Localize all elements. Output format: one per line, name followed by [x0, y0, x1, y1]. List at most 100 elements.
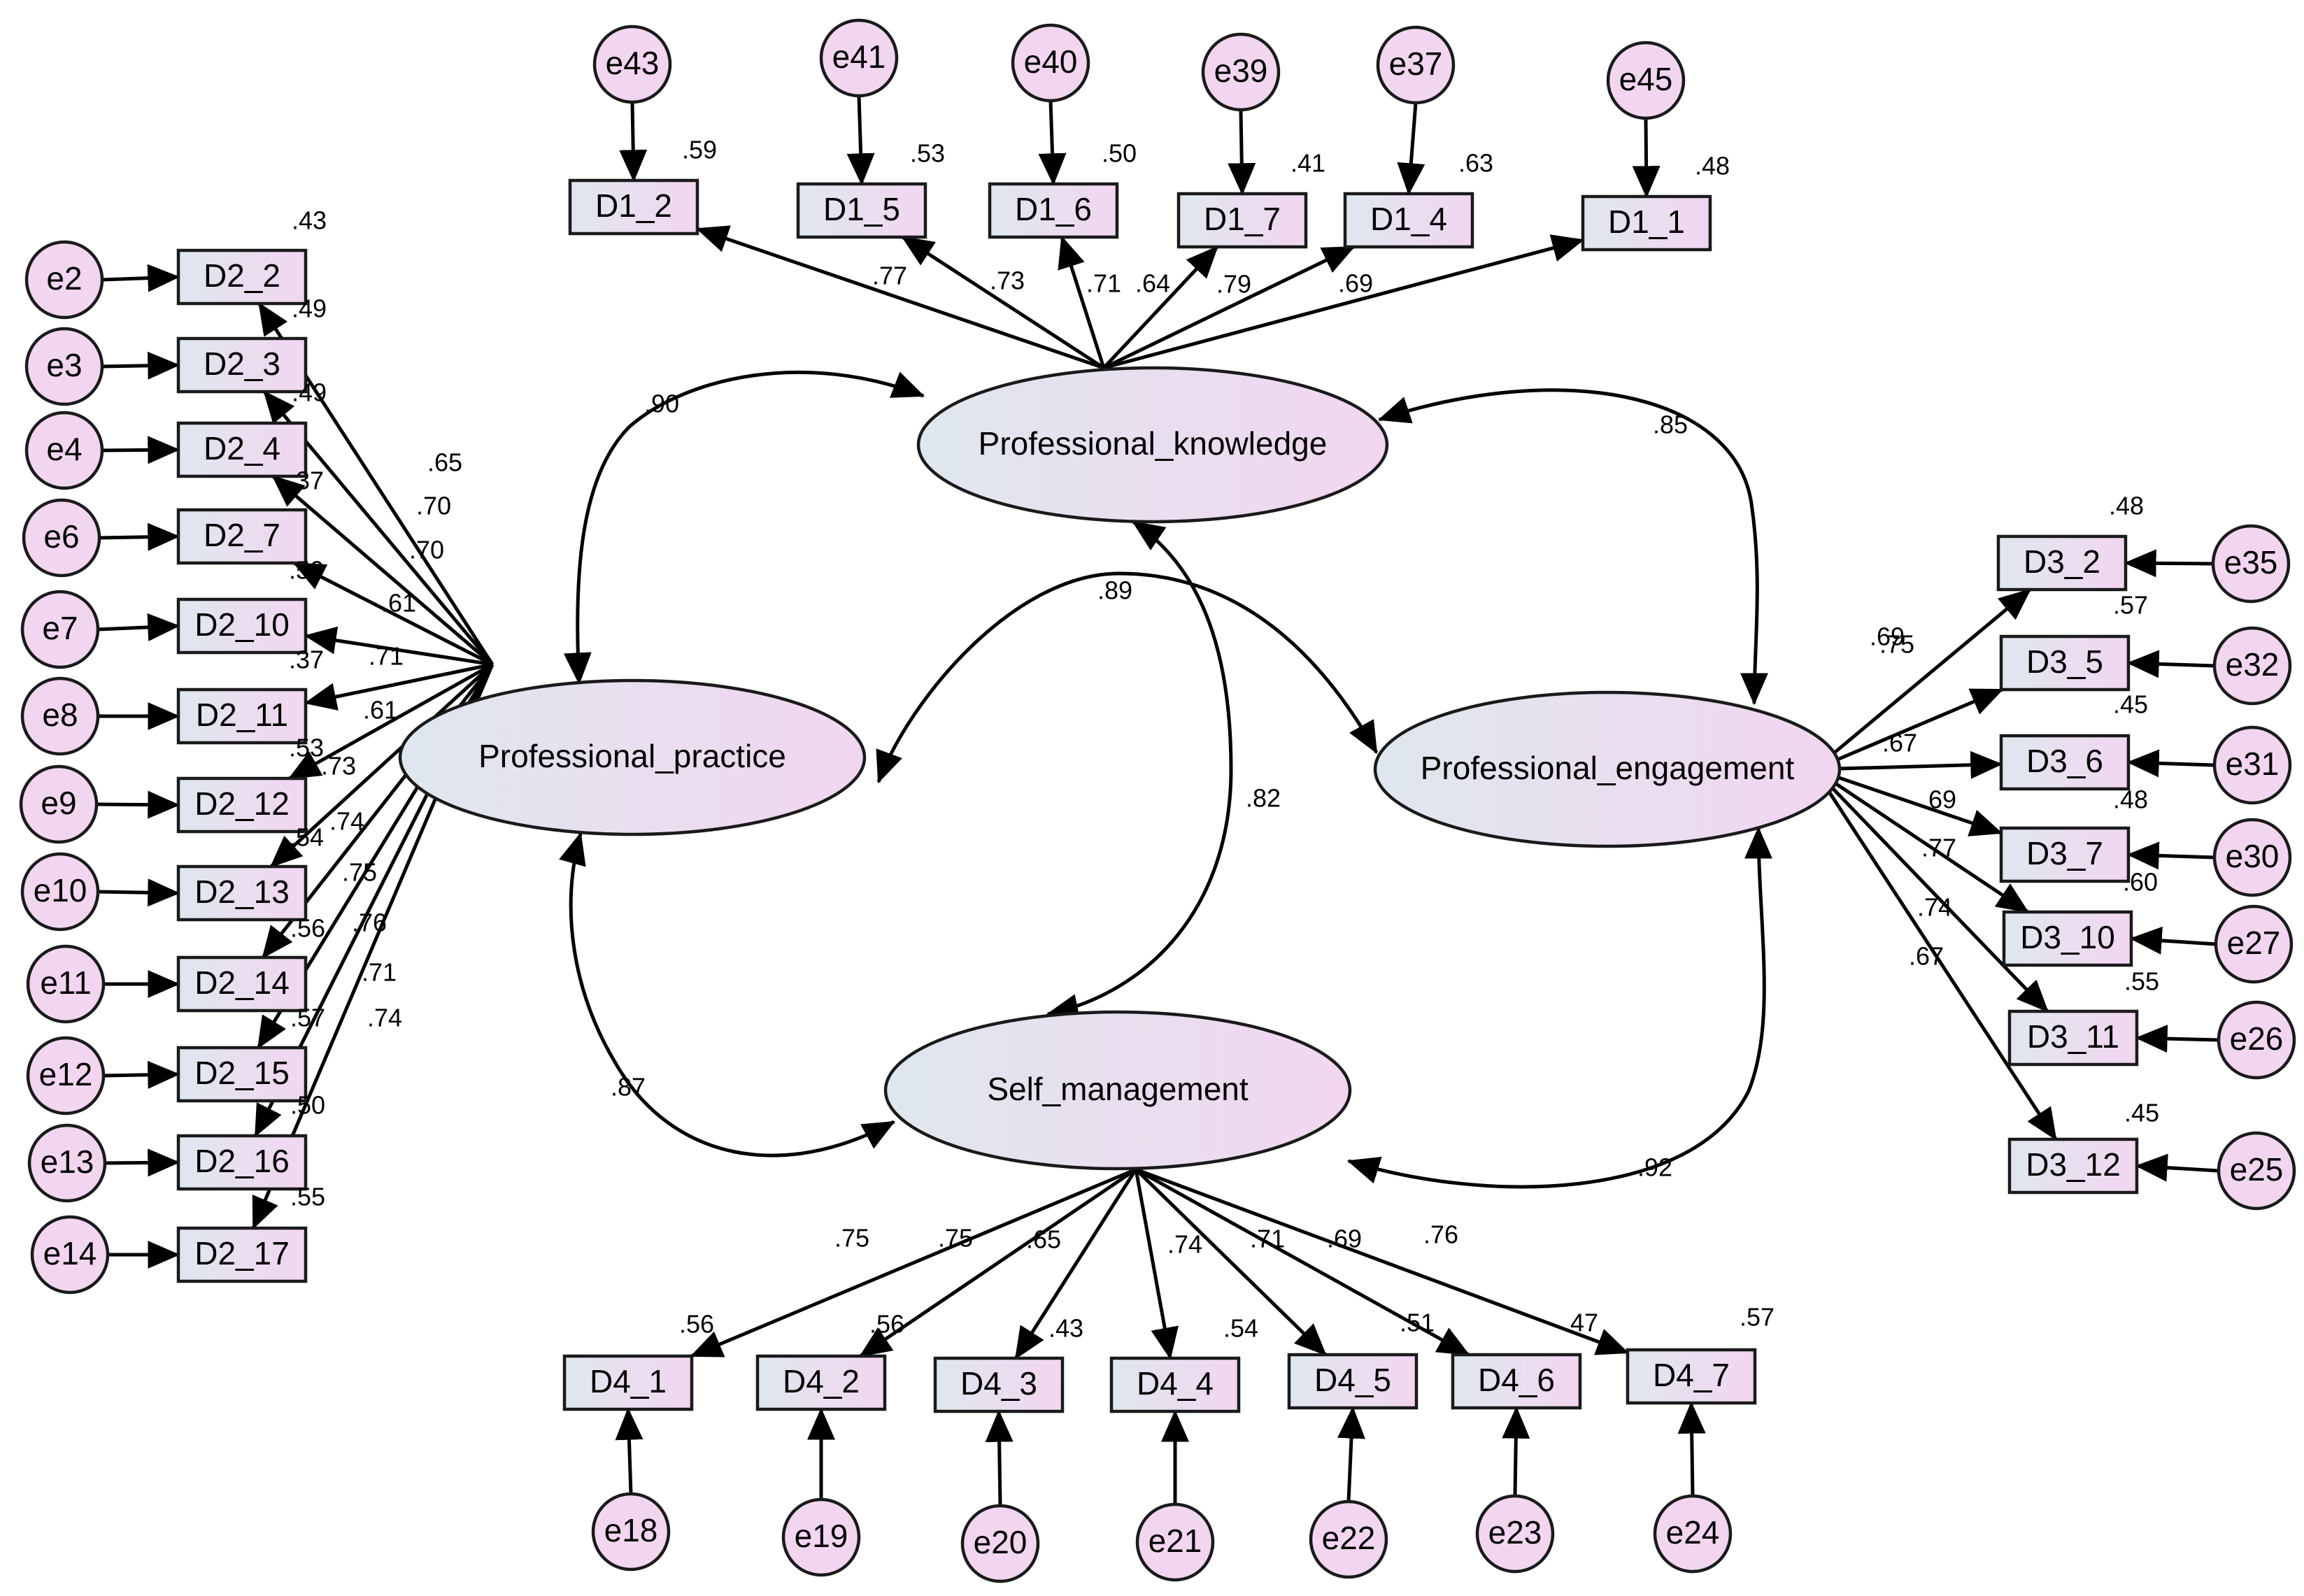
- error-path: [2124, 549, 2214, 578]
- loading-label: .75: [834, 1224, 869, 1253]
- error-path: [985, 1409, 1014, 1506]
- error-e31: [2212, 725, 2292, 805]
- covariance-arc: [1346, 826, 1773, 1189]
- error-e9: [19, 764, 99, 844]
- loading-label: .70: [416, 492, 451, 520]
- loading-label: .69: [1870, 622, 1905, 651]
- covariance-arc: [559, 832, 896, 1157]
- error-path: [1337, 1406, 1366, 1502]
- loading-path: [1102, 245, 1356, 370]
- error-e13: [27, 1123, 107, 1203]
- error-path: [99, 522, 180, 551]
- error-path: [1632, 117, 1661, 199]
- r2-label: .50: [290, 1091, 325, 1120]
- covariance-label: .90: [644, 390, 679, 418]
- r2-label: .53: [910, 139, 945, 168]
- error-e26: [2217, 1000, 2296, 1080]
- indicator-label: D4_7: [1653, 1357, 1730, 1393]
- r2-label: .47: [1563, 1309, 1598, 1337]
- indicator-d3-11: [2007, 1009, 2139, 1067]
- loading-path: [1103, 234, 1585, 370]
- indicator-label: D2_3: [204, 345, 280, 382]
- error-path: [1228, 109, 1256, 196]
- error-label: e4: [46, 431, 82, 467]
- error-e35: [2211, 524, 2291, 604]
- error-path: [103, 1060, 180, 1089]
- error-label: e20: [974, 1524, 1027, 1560]
- error-e32: [2212, 626, 2292, 706]
- covariance-label: .92: [1637, 1153, 1672, 1182]
- loading-path: [287, 662, 494, 781]
- r2-label: .57: [2113, 591, 2148, 620]
- loading-label: .73: [321, 752, 356, 781]
- indicator-label: D4_6: [1478, 1362, 1555, 1398]
- latent-label: Professional_knowledge: [979, 425, 1328, 462]
- indicator-d4-1: [562, 1354, 694, 1411]
- latent-professional-knowledge: [916, 366, 1389, 524]
- indicator-label: D4_3: [960, 1365, 1037, 1402]
- error-e30: [2212, 818, 2292, 897]
- r2-label: .41: [1290, 149, 1325, 178]
- indicator-label: D1_2: [595, 187, 672, 224]
- r2-label: .50: [1102, 139, 1137, 168]
- error-label: e10: [34, 872, 87, 909]
- error-e43: [592, 24, 672, 104]
- loading-label: .67: [1882, 729, 1917, 757]
- indicator-label: D2_13: [194, 874, 290, 910]
- r2-label: .59: [682, 136, 717, 164]
- loading-label: .67: [1909, 942, 1944, 971]
- error-label: e14: [43, 1235, 97, 1271]
- indicator-d2-3: [176, 336, 308, 394]
- error-e41: [819, 18, 899, 98]
- loading-path: [304, 626, 493, 667]
- error-path: [1502, 1406, 1530, 1497]
- indicator-d4-6: [1451, 1353, 1582, 1410]
- loading-path: [1814, 767, 2003, 836]
- indicator-d2-4: [176, 421, 308, 478]
- error-e45: [1606, 41, 1686, 120]
- error-path: [1677, 1401, 1706, 1497]
- error-e20: [960, 1504, 1040, 1583]
- loading-label: .69: [1327, 1225, 1362, 1253]
- indicator-label: D2_2: [204, 257, 280, 294]
- error-e21: [1135, 1502, 1215, 1582]
- error-path: [2135, 1153, 2219, 1182]
- r2-label: .56: [869, 1310, 904, 1339]
- error-path: [2129, 926, 2217, 955]
- indicator-label: D3_10: [2020, 919, 2115, 955]
- r2-label: .48: [2113, 785, 2148, 814]
- covariance-layer: [559, 370, 1773, 1189]
- indicator-label: D2_14: [194, 964, 290, 1001]
- indicator-label: D2_16: [194, 1143, 290, 1179]
- error-e14: [30, 1215, 110, 1295]
- r2-label: .51: [1400, 1309, 1435, 1337]
- error-path: [97, 613, 180, 641]
- loading-label: .76: [352, 909, 387, 937]
- indicator-label: D3_5: [2026, 643, 2103, 680]
- error-label: e40: [1024, 43, 1078, 80]
- indicator-d2-7: [176, 508, 308, 565]
- latent-label: Professional_practice: [478, 738, 786, 774]
- error-label: e9: [41, 785, 76, 821]
- error-label: e23: [1488, 1514, 1542, 1551]
- error-e18: [591, 1492, 671, 1572]
- error-path: [101, 351, 180, 380]
- error-label: e12: [39, 1056, 93, 1092]
- loading-label: .61: [363, 696, 398, 725]
- error-label: e6: [43, 518, 79, 555]
- covariance-label: .82: [1246, 784, 1281, 813]
- covariance-label: .87: [611, 1073, 646, 1102]
- error-path: [2126, 841, 2215, 870]
- indicator-label: D4_1: [590, 1363, 667, 1399]
- r2-label: .50: [289, 556, 324, 585]
- error-label: e37: [1389, 45, 1443, 82]
- error-e7: [20, 590, 100, 669]
- indicator-label: D1_4: [1370, 201, 1447, 237]
- indicator-d3-7: [1999, 826, 2131, 883]
- error-label: e41: [832, 38, 886, 75]
- indicator-label: D4_5: [1314, 1362, 1391, 1398]
- r2-label: .55: [290, 1183, 325, 1211]
- indicator-d1-4: [1343, 192, 1474, 249]
- error-e25: [2217, 1131, 2296, 1211]
- latent-professional-engagement: [1373, 690, 1842, 848]
